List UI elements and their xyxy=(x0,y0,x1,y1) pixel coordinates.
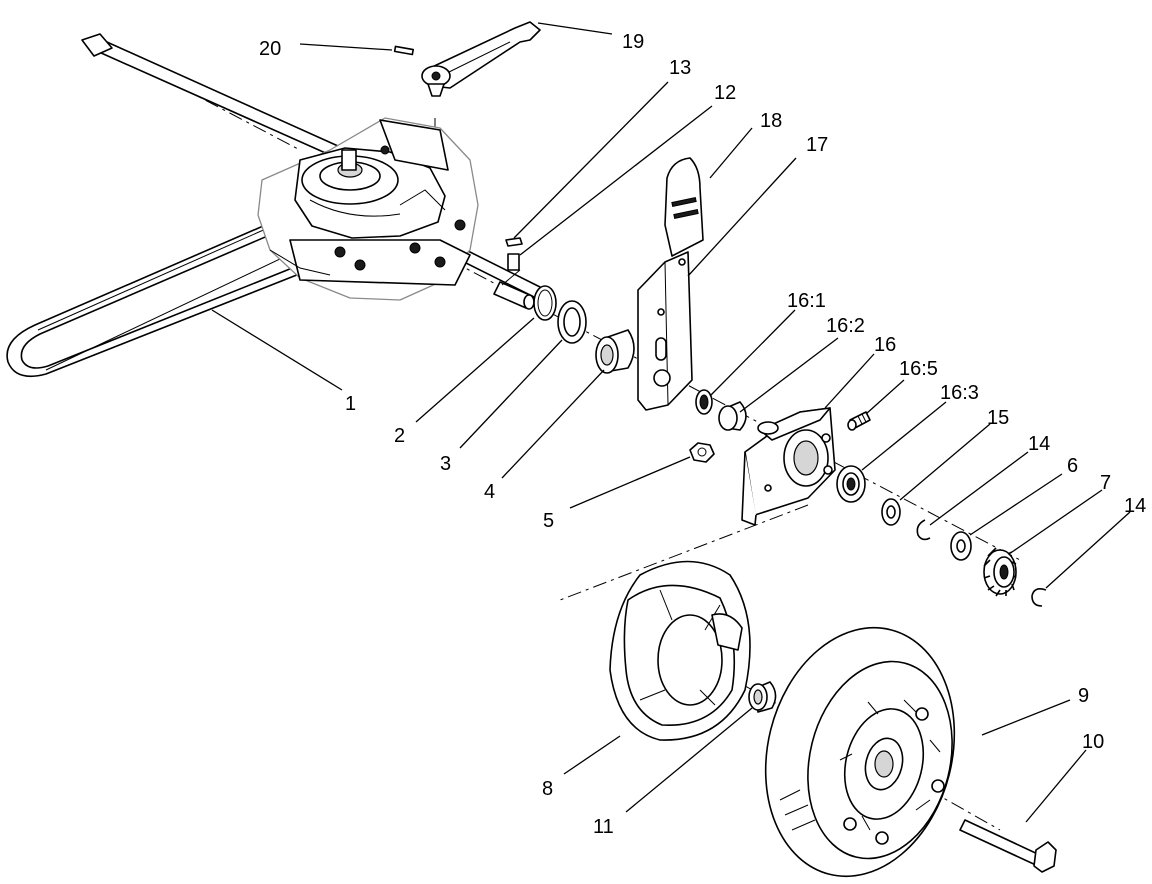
callout-16-5: 16:5 xyxy=(899,358,938,380)
callout-16-2: 16:2 xyxy=(826,315,865,337)
callout-labels: 20 19 13 12 18 17 1 2 3 4 5 16:1 16:2 16… xyxy=(259,31,1146,838)
callout-13: 13 xyxy=(669,57,691,79)
callout-15: 15 xyxy=(987,407,1009,429)
callout-6: 6 xyxy=(1067,455,1078,477)
e-clip-part-outer xyxy=(1031,588,1047,607)
seal-part xyxy=(695,389,713,415)
retaining-ring-part xyxy=(533,285,557,321)
callout-16-1: 16:1 xyxy=(787,290,826,312)
bushing-part xyxy=(595,329,635,374)
callout-14-b: 14 xyxy=(1124,495,1146,517)
callout-2: 2 xyxy=(394,425,405,447)
wheel-carrier-part xyxy=(741,407,836,526)
height-label-part xyxy=(664,157,704,257)
leader-lines xyxy=(211,22,1131,823)
callout-3: 3 xyxy=(440,453,451,475)
callout-1: 1 xyxy=(345,393,356,415)
shift-lever-part xyxy=(421,21,541,97)
callout-8: 8 xyxy=(542,778,553,800)
callout-11: 11 xyxy=(593,816,614,838)
washer-part xyxy=(557,300,587,344)
callout-5: 5 xyxy=(543,510,554,532)
roll-pin-part xyxy=(393,45,415,56)
pinion-gear-part xyxy=(983,547,1017,597)
callout-7: 7 xyxy=(1100,472,1111,494)
callout-16: 16 xyxy=(874,334,896,356)
axle-bolt-part xyxy=(959,819,1057,873)
wheel-cover-part xyxy=(609,560,751,741)
transmission-housing-part xyxy=(257,117,479,301)
callout-20: 20 xyxy=(259,38,281,60)
callout-4: 4 xyxy=(484,481,495,503)
callout-14-a: 14 xyxy=(1028,433,1050,455)
callout-10: 10 xyxy=(1082,731,1104,753)
callout-16-3: 16:3 xyxy=(940,382,979,404)
gear-washer-part xyxy=(950,531,972,561)
bearing-part xyxy=(836,465,866,503)
callout-18: 18 xyxy=(760,110,782,132)
callout-19: 19 xyxy=(622,31,644,53)
callout-17: 17 xyxy=(806,134,828,156)
nut-part xyxy=(689,442,715,463)
height-bracket-part xyxy=(637,251,693,411)
stud-part xyxy=(847,411,871,431)
wheel-part xyxy=(764,626,956,878)
callout-12: 12 xyxy=(714,82,736,104)
flat-washer-part xyxy=(881,498,901,526)
spring-part xyxy=(507,253,520,271)
key-part xyxy=(505,237,523,247)
inner-bushing-part xyxy=(718,401,747,431)
callout-9: 9 xyxy=(1078,685,1089,707)
spacer-part xyxy=(748,681,777,713)
e-clip-part-inner xyxy=(916,519,931,541)
axle-end-part xyxy=(493,269,535,310)
